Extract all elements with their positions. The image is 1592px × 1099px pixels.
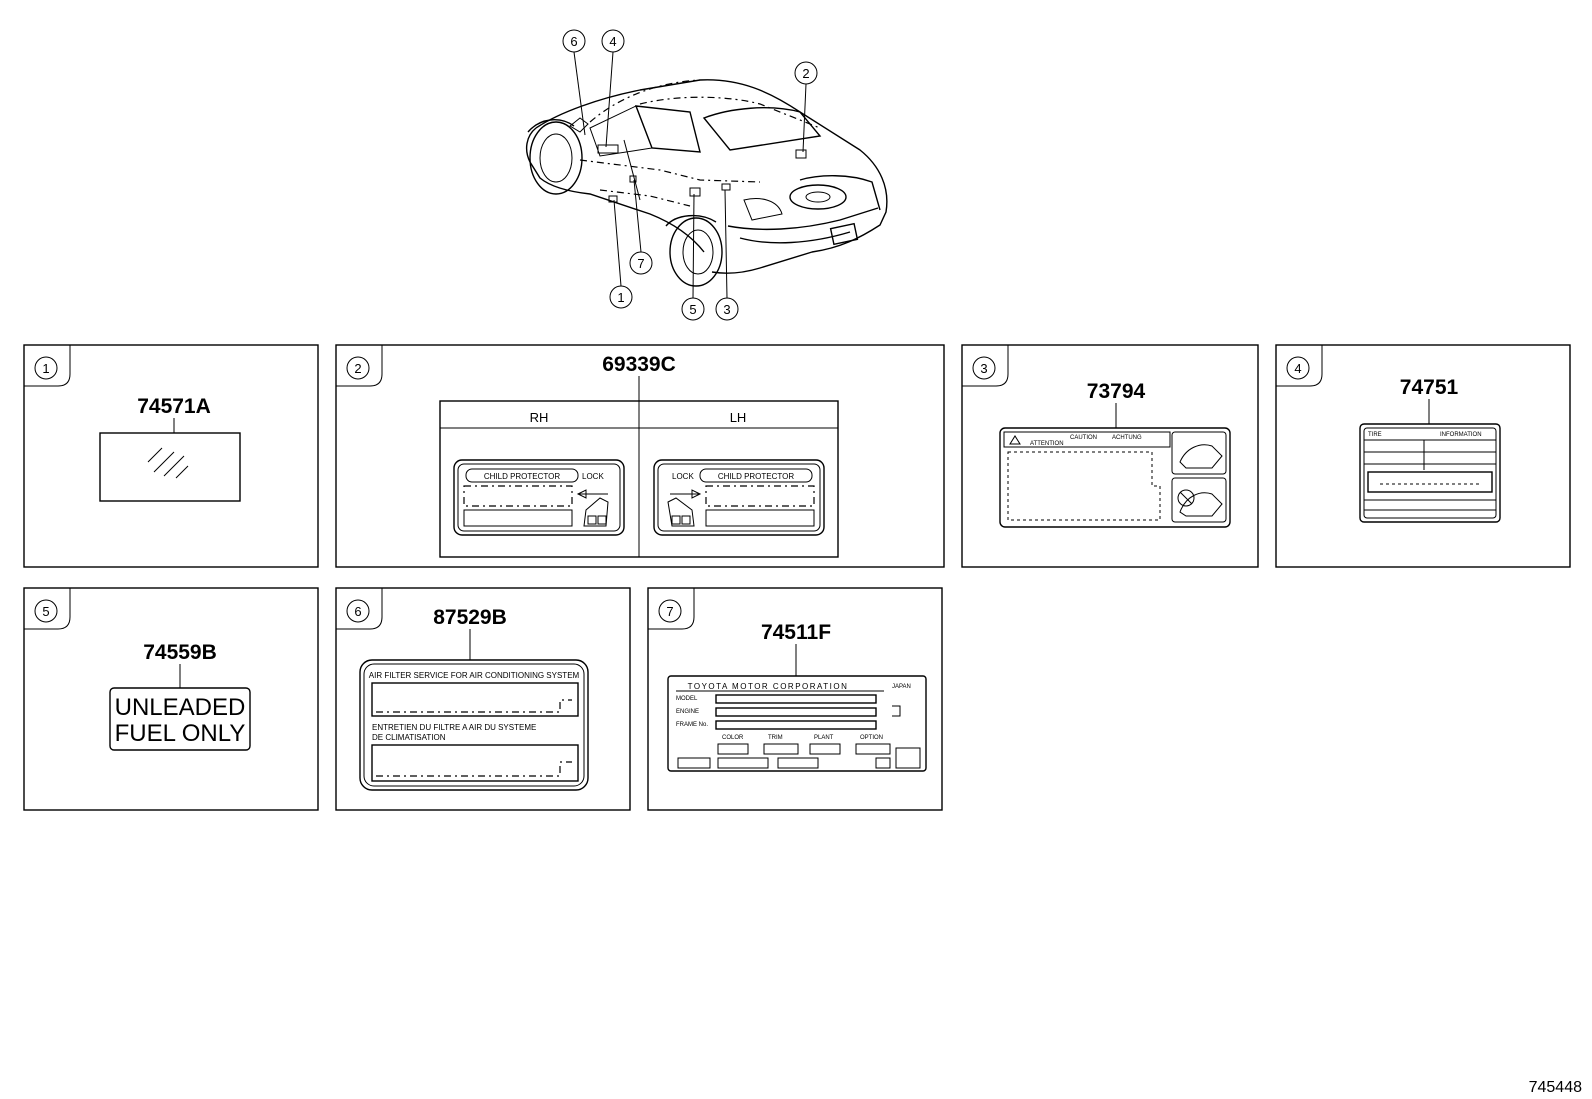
panel-2-part-number: 69339C [602,353,676,376]
panel-6-part-number: 87529B [433,606,507,629]
callout-1-label: 1 [617,290,624,305]
model-text: MODEL [676,696,698,702]
callout-7-label: 7 [637,256,644,271]
panel-1-number: 1 [42,361,49,376]
callout-5: 5 [681,297,705,321]
country-text: JAPAN [892,684,911,690]
panel-7-part-number: 74511F [761,621,831,644]
lh-lock-label: LOCK [672,472,694,481]
callout-1: 1 [609,285,633,309]
french-line-1: ENTRETIEN DU FILTRE A AIR DU SYSTEME [372,723,536,732]
panel-5-number: 5 [42,604,49,619]
callout-3: 3 [715,297,739,321]
maker-text: TOYOTA MOTOR CORPORATION [688,682,849,691]
panel-3: 3 73794 ATTENTION CAUTION ACHTUNG [961,344,1259,568]
callout-6: 6 [562,29,586,53]
panel-2: 2 69339C RH LH CHILD PROTECTOR LOCK CHIL… [335,344,945,568]
panel-2-number: 2 [354,361,361,376]
plant-text: PLANT [814,735,834,741]
callout-3-label: 3 [723,302,730,317]
panel-5-part-number: 74559B [143,641,217,664]
callout-5-label: 5 [689,302,696,317]
car-illustration [525,79,888,287]
callout-7: 7 [629,251,653,275]
panel-6: 6 87529B AIR FILTER SERVICE FOR AIR COND… [335,587,631,811]
unleaded-text: UNLEADED [115,694,246,721]
rh-child-protector-label: CHILD PROTECTOR [484,472,561,481]
air-filter-title: AIR FILTER SERVICE FOR AIR CONDITIONING … [369,671,580,680]
callout-4: 4 [601,29,625,53]
color-text: COLOR [722,735,744,741]
rh-header: RH [530,410,549,425]
callout-4-label: 4 [609,34,616,49]
leader-lines [573,51,807,299]
panel-7-number: 7 [666,604,673,619]
engine-text: ENGINE [676,709,699,715]
french-line-2: DE CLIMATISATION [372,733,446,742]
attention-text: ATTENTION [1030,441,1064,447]
panel-4: 4 74751 TIRE INFORMATION [1275,344,1571,568]
option-text: OPTION [860,735,883,741]
panel-3-number: 3 [980,361,987,376]
callout-2: 2 [794,61,818,85]
panel-3-part-number: 73794 [1087,380,1146,403]
information-text: INFORMATION [1440,432,1482,438]
panel-7: 7 74511F TOYOTA MOTOR CORPORATION JAPAN … [647,587,943,811]
panel-4-number: 4 [1294,361,1301,376]
panel-1: 1 74571A [23,344,319,568]
tire-text: TIRE [1368,432,1382,438]
warning-text: ACHTUNG [1112,435,1142,441]
panel-6-number: 6 [354,604,361,619]
panel-1-part-number: 74571A [137,395,211,418]
lh-header: LH [730,410,747,425]
callout-6-label: 6 [570,34,577,49]
rh-lock-label: LOCK [582,472,604,481]
callout-2-label: 2 [802,66,809,81]
lh-child-protector-label: CHILD PROTECTOR [718,472,795,481]
fuel-only-text: FUEL ONLY [115,720,246,747]
panel-5: 5 74559B UNLEADED FUEL ONLY [23,587,319,811]
panel-4-part-number: 74751 [1400,376,1459,399]
frame-text: FRAME No. [676,722,708,728]
caution-text: CAUTION [1070,435,1097,441]
diagram-id: 745448 [1529,1079,1582,1096]
trim-text: TRIM [768,735,783,741]
